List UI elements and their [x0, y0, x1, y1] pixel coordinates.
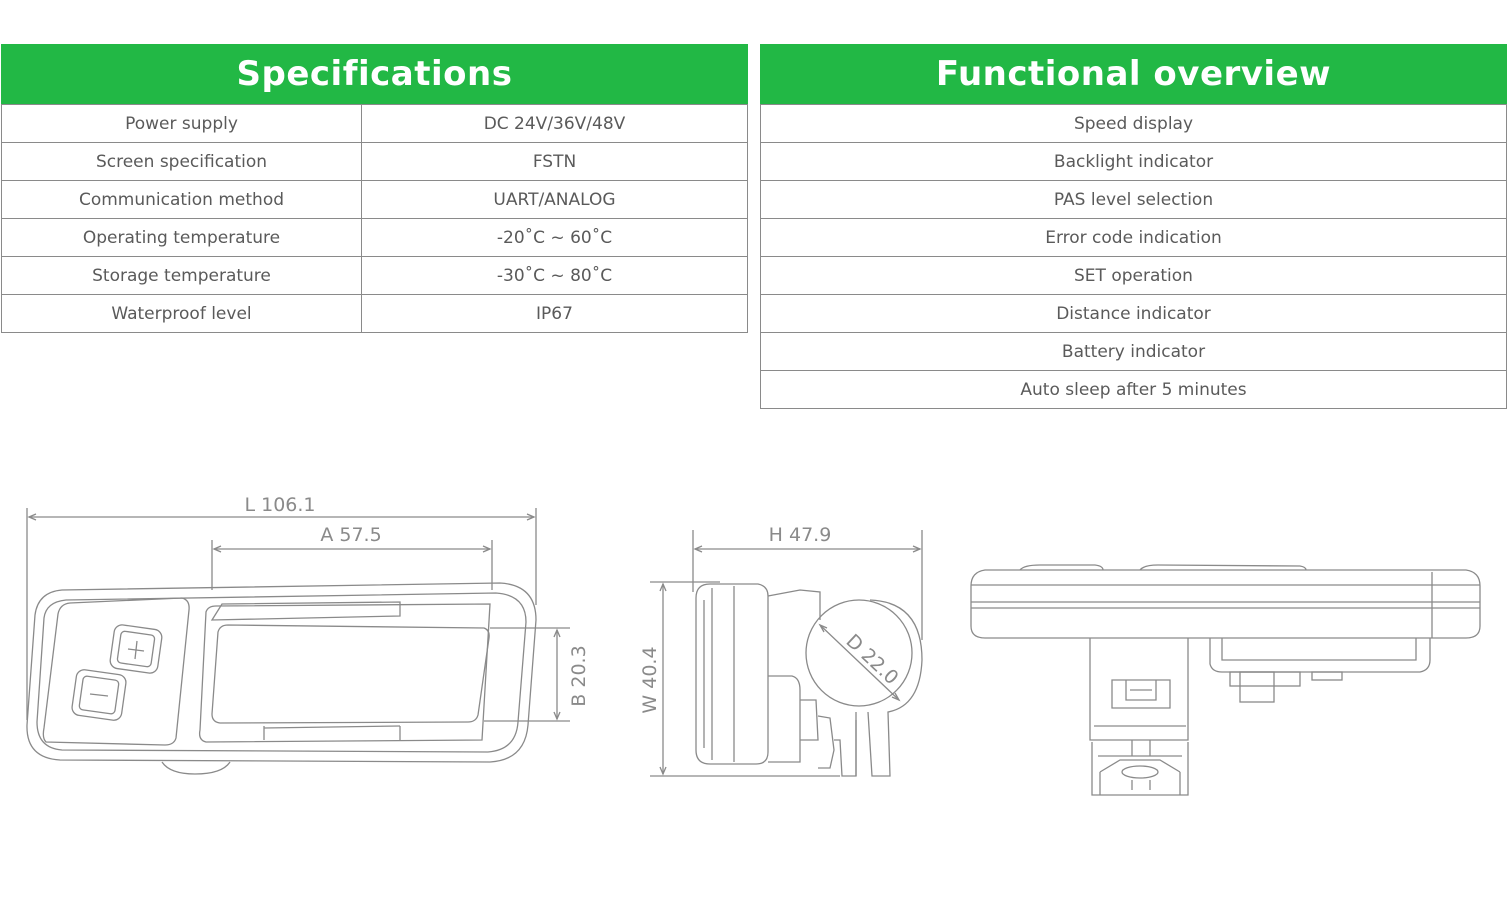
dimension-screen-width-label: A 57.5	[320, 524, 381, 546]
feature-item: Auto sleep after 5 minutes	[760, 370, 1507, 409]
feature-row: Distance indicator	[760, 294, 1507, 333]
side-view-drawing	[650, 530, 923, 777]
feature-row: Speed display	[760, 104, 1507, 143]
functional-overview-title: Functional overview	[760, 44, 1507, 104]
feature-row: Backlight indicator	[760, 142, 1507, 181]
feature-item: Speed display	[760, 104, 1507, 143]
spec-label: Waterproof level	[1, 294, 362, 333]
feature-row: Auto sleep after 5 minutes	[760, 370, 1507, 409]
dimension-length-label: L 106.1	[244, 494, 315, 516]
dimension-clamp-diameter-label: D 22.0	[842, 630, 903, 689]
spec-label: Storage temperature	[1, 256, 362, 295]
dimension-screen-height-label: B 20.3	[568, 645, 590, 706]
feature-item: Error code indication	[760, 218, 1507, 257]
feature-row: Battery indicator	[760, 332, 1507, 371]
spec-label: Operating temperature	[1, 218, 362, 257]
dimension-width-label: W 40.4	[639, 646, 661, 713]
dimension-drawing: L 106.1 A 57.5 B 20.3 H 47.9 W 40.4 D 22…	[26, 494, 1481, 796]
spec-value: FSTN	[361, 142, 748, 181]
spec-value: -20˚C ~ 60˚C	[361, 218, 748, 257]
spec-label: Power supply	[1, 104, 362, 143]
feature-row: SET operation	[760, 256, 1507, 295]
spec-label: Screen specification	[1, 142, 362, 181]
feature-item: Battery indicator	[760, 332, 1507, 371]
feature-row: Error code indication	[760, 218, 1507, 257]
spec-value: -30˚C ~ 80˚C	[361, 256, 748, 295]
top-view-drawing	[970, 564, 1481, 796]
dimension-height-label: H 47.9	[769, 524, 832, 546]
front-view-drawing	[26, 508, 570, 775]
spec-row: Operating temperature-20˚C ~ 60˚C	[1, 218, 748, 257]
feature-item: Distance indicator	[760, 294, 1507, 333]
spec-label: Communication method	[1, 180, 362, 219]
feature-row: PAS level selection	[760, 180, 1507, 219]
spec-value: DC 24V/36V/48V	[361, 104, 748, 143]
spec-row: Storage temperature-30˚C ~ 80˚C	[1, 256, 748, 295]
feature-item: PAS level selection	[760, 180, 1507, 219]
feature-item: SET operation	[760, 256, 1507, 295]
spec-value: IP67	[361, 294, 748, 333]
specifications-title: Specifications	[1, 44, 748, 104]
spec-value: UART/ANALOG	[361, 180, 748, 219]
feature-item: Backlight indicator	[760, 142, 1507, 181]
